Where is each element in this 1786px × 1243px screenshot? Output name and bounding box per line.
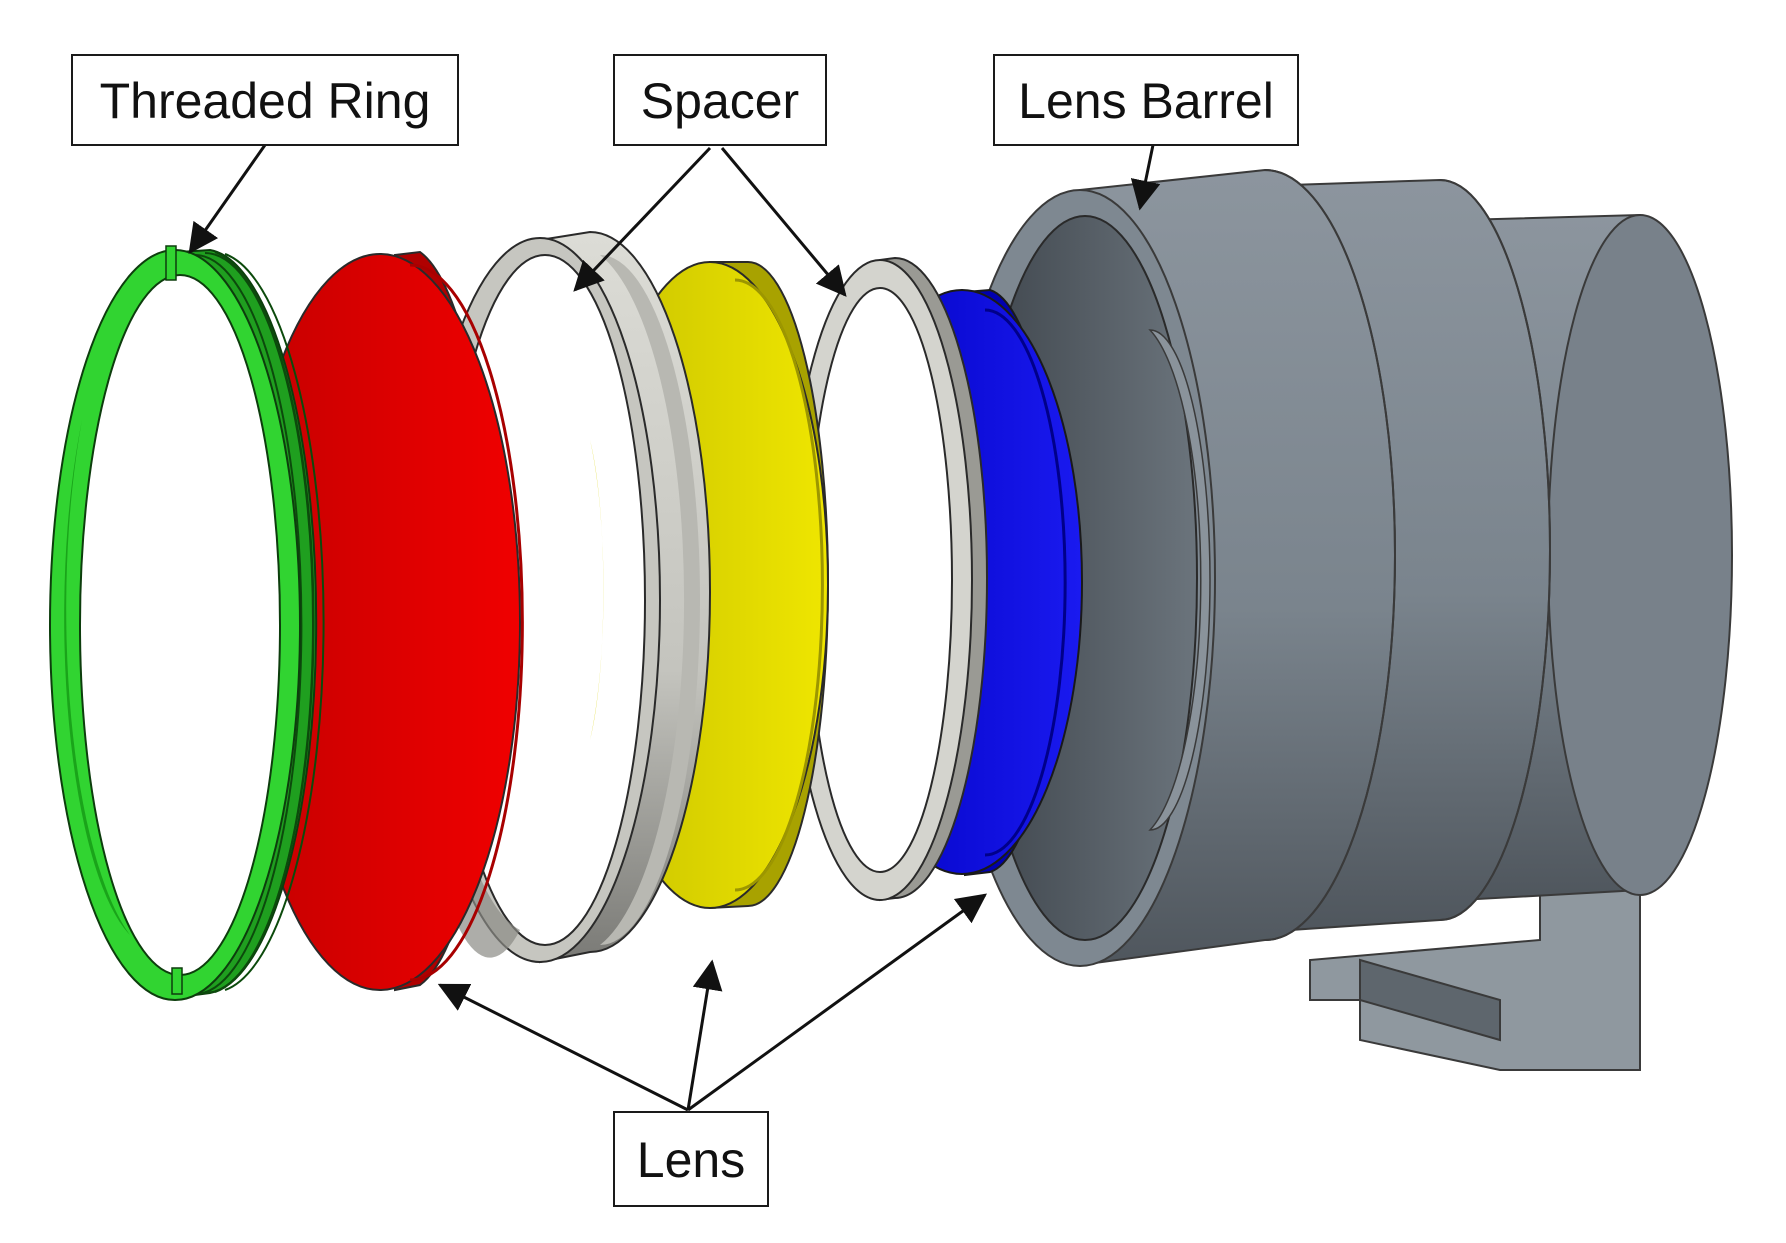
arrow-lens-yellow: [686, 959, 723, 1111]
label-threaded-ring-text: Threaded Ring: [100, 73, 431, 129]
label-lens-barrel: Lens Barrel: [993, 54, 1299, 146]
label-spacer-text: Spacer: [641, 73, 799, 129]
spacer-thin-ring: [787, 256, 988, 902]
label-lens: Lens: [613, 1111, 769, 1207]
thread-lines: [194, 251, 325, 995]
barrel-mount-slot: [1359, 958, 1501, 1042]
label-lens-text: Lens: [637, 1132, 745, 1188]
arrow-lens-barrel: [1130, 144, 1161, 211]
leader-arrows: [188, 144, 1161, 1112]
threaded-ring-inner: [79, 274, 281, 976]
arrow-spacer-left: [573, 146, 712, 292]
arrow-lens-blue: [687, 893, 988, 1112]
label-lens-barrel-text: Lens Barrel: [1018, 73, 1274, 129]
arrow-spacer-right: [720, 147, 847, 297]
arrow-lens-red: [437, 983, 689, 1112]
arrow-threaded-ring: [188, 144, 267, 255]
threaded-ring: [49, 245, 325, 1001]
label-threaded-ring: Threaded Ring: [71, 54, 459, 146]
label-spacer: Spacer: [613, 54, 827, 146]
